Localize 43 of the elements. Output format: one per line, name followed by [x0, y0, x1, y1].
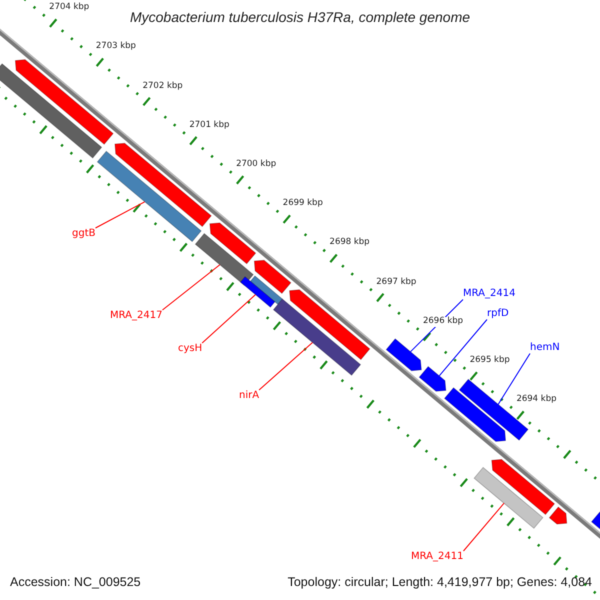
gene-label: hemN — [530, 342, 560, 354]
gene-feature — [386, 338, 422, 372]
scale-label: 2701 kbp — [189, 120, 230, 130]
scale-label: 2700 kbp — [236, 160, 276, 170]
scale-label: 2695 kbp — [470, 356, 510, 366]
gene-feature — [272, 298, 362, 376]
gene-feature — [548, 506, 568, 525]
gene-feature — [444, 387, 506, 442]
scale-label: 2697 kbp — [376, 278, 416, 288]
gene-feature — [14, 59, 114, 145]
gene-feature — [289, 289, 370, 360]
scale-label: 2699 kbp — [282, 199, 323, 209]
gene-feature — [254, 260, 292, 294]
scale-label: 2698 kbp — [330, 238, 370, 248]
gene-label: MRA_2411 — [411, 551, 464, 562]
footer-text: Accession: NC_009525 — [10, 575, 141, 590]
scale-label: 2704 kbp — [49, 3, 90, 13]
gene-label: MRA_2417 — [110, 310, 162, 322]
gene-label: cysH — [178, 343, 202, 354]
gene-feature — [491, 458, 556, 516]
footer-text: Topology: circular; Length: 4,419,977 bp; Genes: 4,084 — [288, 575, 592, 590]
gene-label: ggtB — [72, 228, 96, 240]
leader-line — [94, 201, 146, 228]
gene-label: MRA_2414 — [463, 288, 516, 300]
leader-line — [258, 342, 313, 390]
gene-feature — [418, 366, 446, 392]
gene-feature — [114, 142, 212, 228]
gene-feature — [240, 276, 276, 308]
scale-label: 2703 kbp — [96, 42, 136, 52]
gene-feature — [0, 63, 102, 159]
leader-line — [498, 353, 530, 405]
scale-label: 2696 kbp — [422, 316, 464, 327]
leader-line — [462, 502, 505, 552]
scale-label: 2702 kbp — [142, 82, 183, 92]
gene-label: nirA — [239, 390, 260, 402]
gene-feature — [96, 150, 202, 242]
gene-feature — [209, 222, 256, 264]
leader-line — [438, 319, 488, 376]
gene-label: rpfD — [487, 308, 509, 320]
scale-label: 2694 kbp — [516, 395, 556, 405]
leader-line — [162, 264, 220, 310]
gene-feature — [474, 466, 544, 529]
title: Mycobacterium tuberculosis H37Ra, complete genome — [128, 9, 472, 26]
